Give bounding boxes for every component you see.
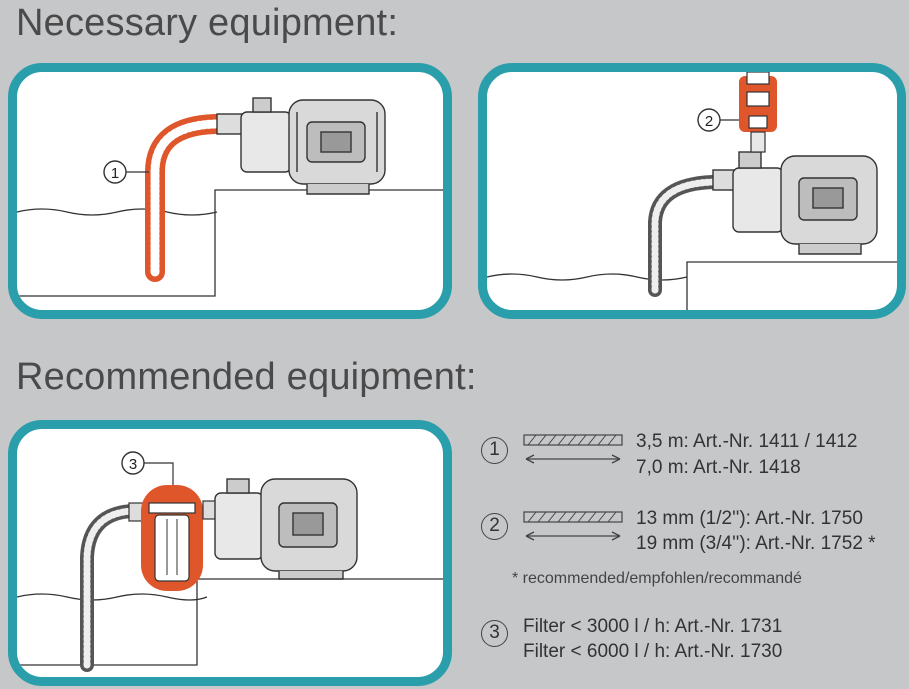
- legend-number-3: 3: [481, 620, 508, 647]
- ground-ledge: [686, 261, 897, 310]
- water-surface: [17, 593, 208, 601]
- callout-label-3: 3: [129, 456, 137, 473]
- hose-symbol-icon: [523, 434, 623, 464]
- pump-icon: [712, 151, 878, 255]
- filter-highlight: [141, 485, 203, 591]
- panel-pump-filter: 3: [8, 420, 452, 686]
- suction-hose-ribs: [83, 507, 137, 669]
- heading-necessary-equipment: Necessary equipment:: [16, 2, 399, 44]
- callout-label-1: 1: [111, 165, 119, 182]
- connector-symbol-icon: [523, 511, 623, 541]
- panel-suction-hose: 1: [8, 63, 452, 319]
- legend-connector-line-1: 13 mm (1/2''): Art.-Nr. 1750: [636, 508, 863, 529]
- suction-hose-illustration: 1: [17, 97, 443, 297]
- legend-hose-line-2: 7,0 m: Art.-Nr. 1418: [636, 457, 801, 478]
- pump-icon: [216, 97, 386, 195]
- panel-hose-connector: 2: [478, 63, 906, 319]
- legend-number-1: 1: [481, 437, 508, 464]
- pump-icon: [214, 478, 358, 580]
- legend-number-2: 2: [481, 513, 508, 540]
- legend-hose-line-1: 3,5 m: Art.-Nr. 1411 / 1412: [636, 431, 858, 452]
- ground-ledge: [17, 189, 443, 297]
- legend-filter-line-1: Filter < 3000 l / h: Art.-Nr. 1731: [523, 616, 783, 637]
- legend-connector-line-2: 19 mm (3/4''): Art.-Nr. 1752 *: [636, 533, 876, 554]
- callout-label-2: 2: [705, 113, 713, 130]
- hose-ribs: [150, 119, 220, 277]
- heading-recommended-equipment: Recommended equipment:: [16, 356, 477, 398]
- hose-connector-illustration: 2: [487, 72, 897, 310]
- connector-highlight: [739, 72, 777, 153]
- legend-filter-line-2: Filter < 6000 l / h: Art.-Nr. 1730: [523, 641, 783, 662]
- water-surface: [17, 208, 218, 216]
- suction-hose-ribs: [651, 178, 717, 294]
- callout-leader-3: [144, 462, 174, 485]
- legend-footnote: * recommended/empfohlen/recommandé: [512, 570, 802, 587]
- pump-filter-illustration: 3: [17, 451, 443, 672]
